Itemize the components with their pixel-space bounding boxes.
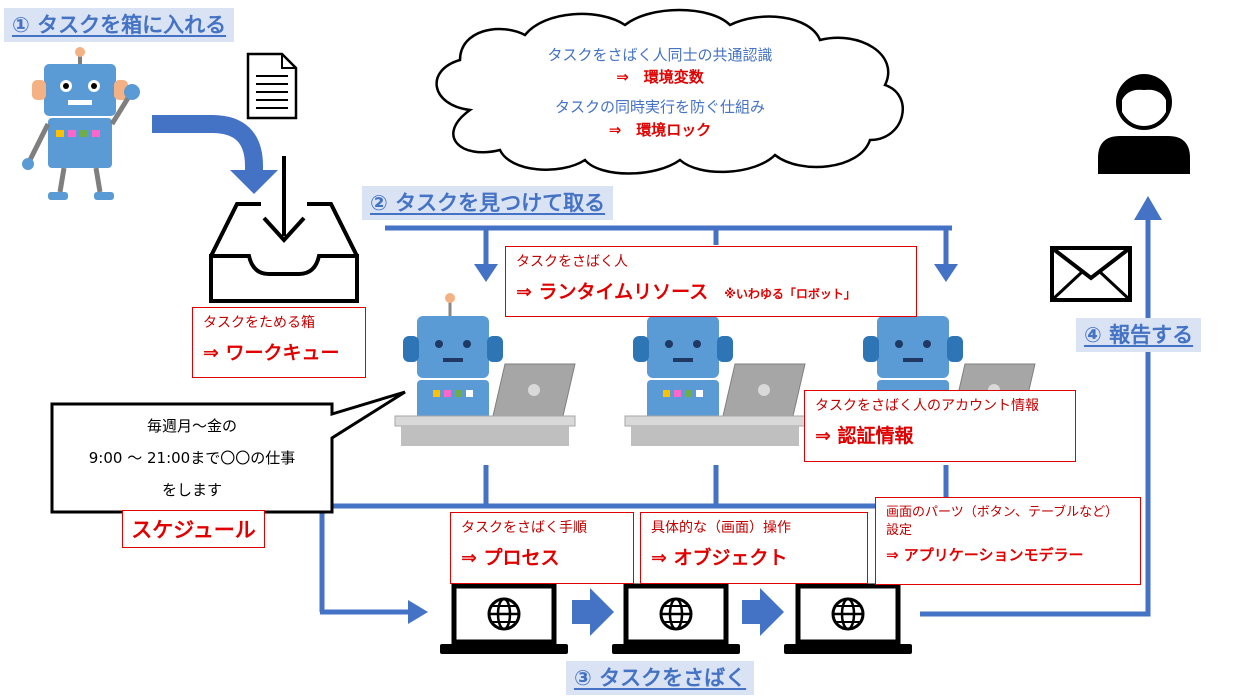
step-3-label: ③ タスクをさばく xyxy=(566,661,755,695)
speech-text: 毎週月～金の 9:00 ～ 21:00まで〇〇の仕事 をします xyxy=(52,410,332,506)
user-icon xyxy=(1098,74,1190,174)
envelope-icon xyxy=(1050,246,1132,302)
object-box: 具体的な（画面）操作 ⇒ オブジェクト xyxy=(640,512,868,584)
credential-box: タスクをさばく人のアカウント情報 ⇒ 認証情報 xyxy=(804,390,1076,462)
cloud-text: タスクをさばく人同士の共通認識 ⇒ 環境変数 タスクの同時実行を防ぐ仕組み ⇒ … xyxy=(450,40,870,150)
arrow-put-task xyxy=(152,115,263,172)
cloud-line-1: タスクをさばく人同士の共通認識 xyxy=(547,46,773,64)
cloud-term-env-lock: ⇒ 環境ロック xyxy=(608,121,712,139)
step-4-label: ④ 報告する xyxy=(1076,318,1202,352)
object-desc: 具体的な（画面）操作 xyxy=(651,520,791,536)
runtime-resource-box: タスクをさばく人 ⇒ ランタイムリソース ※いわゆる「ロボット」 xyxy=(505,246,917,317)
credential-desc: タスクをさばく人のアカウント情報 xyxy=(815,398,1039,414)
workqueue-desc: タスクをためる箱 xyxy=(203,315,315,331)
process-term: ⇒ プロセス xyxy=(461,547,560,569)
workqueue-box: タスクをためる箱 ⇒ ワークキュー xyxy=(192,307,366,378)
speech-line-1: 毎週月～金の xyxy=(146,417,237,435)
globe-laptop-icon xyxy=(440,586,568,654)
step-2-label: ② タスクを見つけて取る xyxy=(362,186,614,220)
process-desc: タスクをさばく手順 xyxy=(461,520,587,536)
credential-term: ⇒ 認証情報 xyxy=(815,425,914,447)
workqueue-term: ⇒ ワークキュー xyxy=(203,342,340,364)
step-1-label: ① タスクを箱に入れる xyxy=(4,8,235,42)
object-term: ⇒ オブジェクト xyxy=(651,547,788,569)
app-modeler-box: 画面のパーツ（ボタン、テーブルなど）設定 ⇒ アプリケーションモデラー xyxy=(875,497,1141,585)
runtime-note: ※いわゆる「ロボット」 xyxy=(724,287,856,301)
speech-line-2: 9:00 ～ 21:00まで〇〇の仕事 xyxy=(88,449,296,467)
schedule-label: スケジュール xyxy=(122,510,265,548)
speech-bubble xyxy=(50,390,406,514)
cloud-term-env-variable: ⇒ 環境変数 xyxy=(616,68,704,86)
runtime-term: ⇒ ランタイムリソース xyxy=(516,281,709,303)
globe-laptop-icon xyxy=(784,586,912,654)
runtime-desc: タスクをさばく人 xyxy=(516,254,628,270)
process-box: タスクをさばく手順 ⇒ プロセス xyxy=(450,512,634,584)
document-icon xyxy=(246,52,298,120)
cloud-line-3: タスクの同時実行を防ぐ仕組み xyxy=(554,98,765,116)
modeler-term: ⇒ アプリケーションモデラー xyxy=(886,546,1084,564)
modeler-desc: 画面のパーツ（ボタン、テーブルなど）設定 xyxy=(886,505,1119,538)
inbox-tray-icon xyxy=(209,156,359,303)
speech-line-3: をします xyxy=(161,481,222,499)
globe-laptop-icon xyxy=(612,586,740,654)
robot-icon xyxy=(22,47,140,200)
cloud-shape xyxy=(435,8,904,175)
